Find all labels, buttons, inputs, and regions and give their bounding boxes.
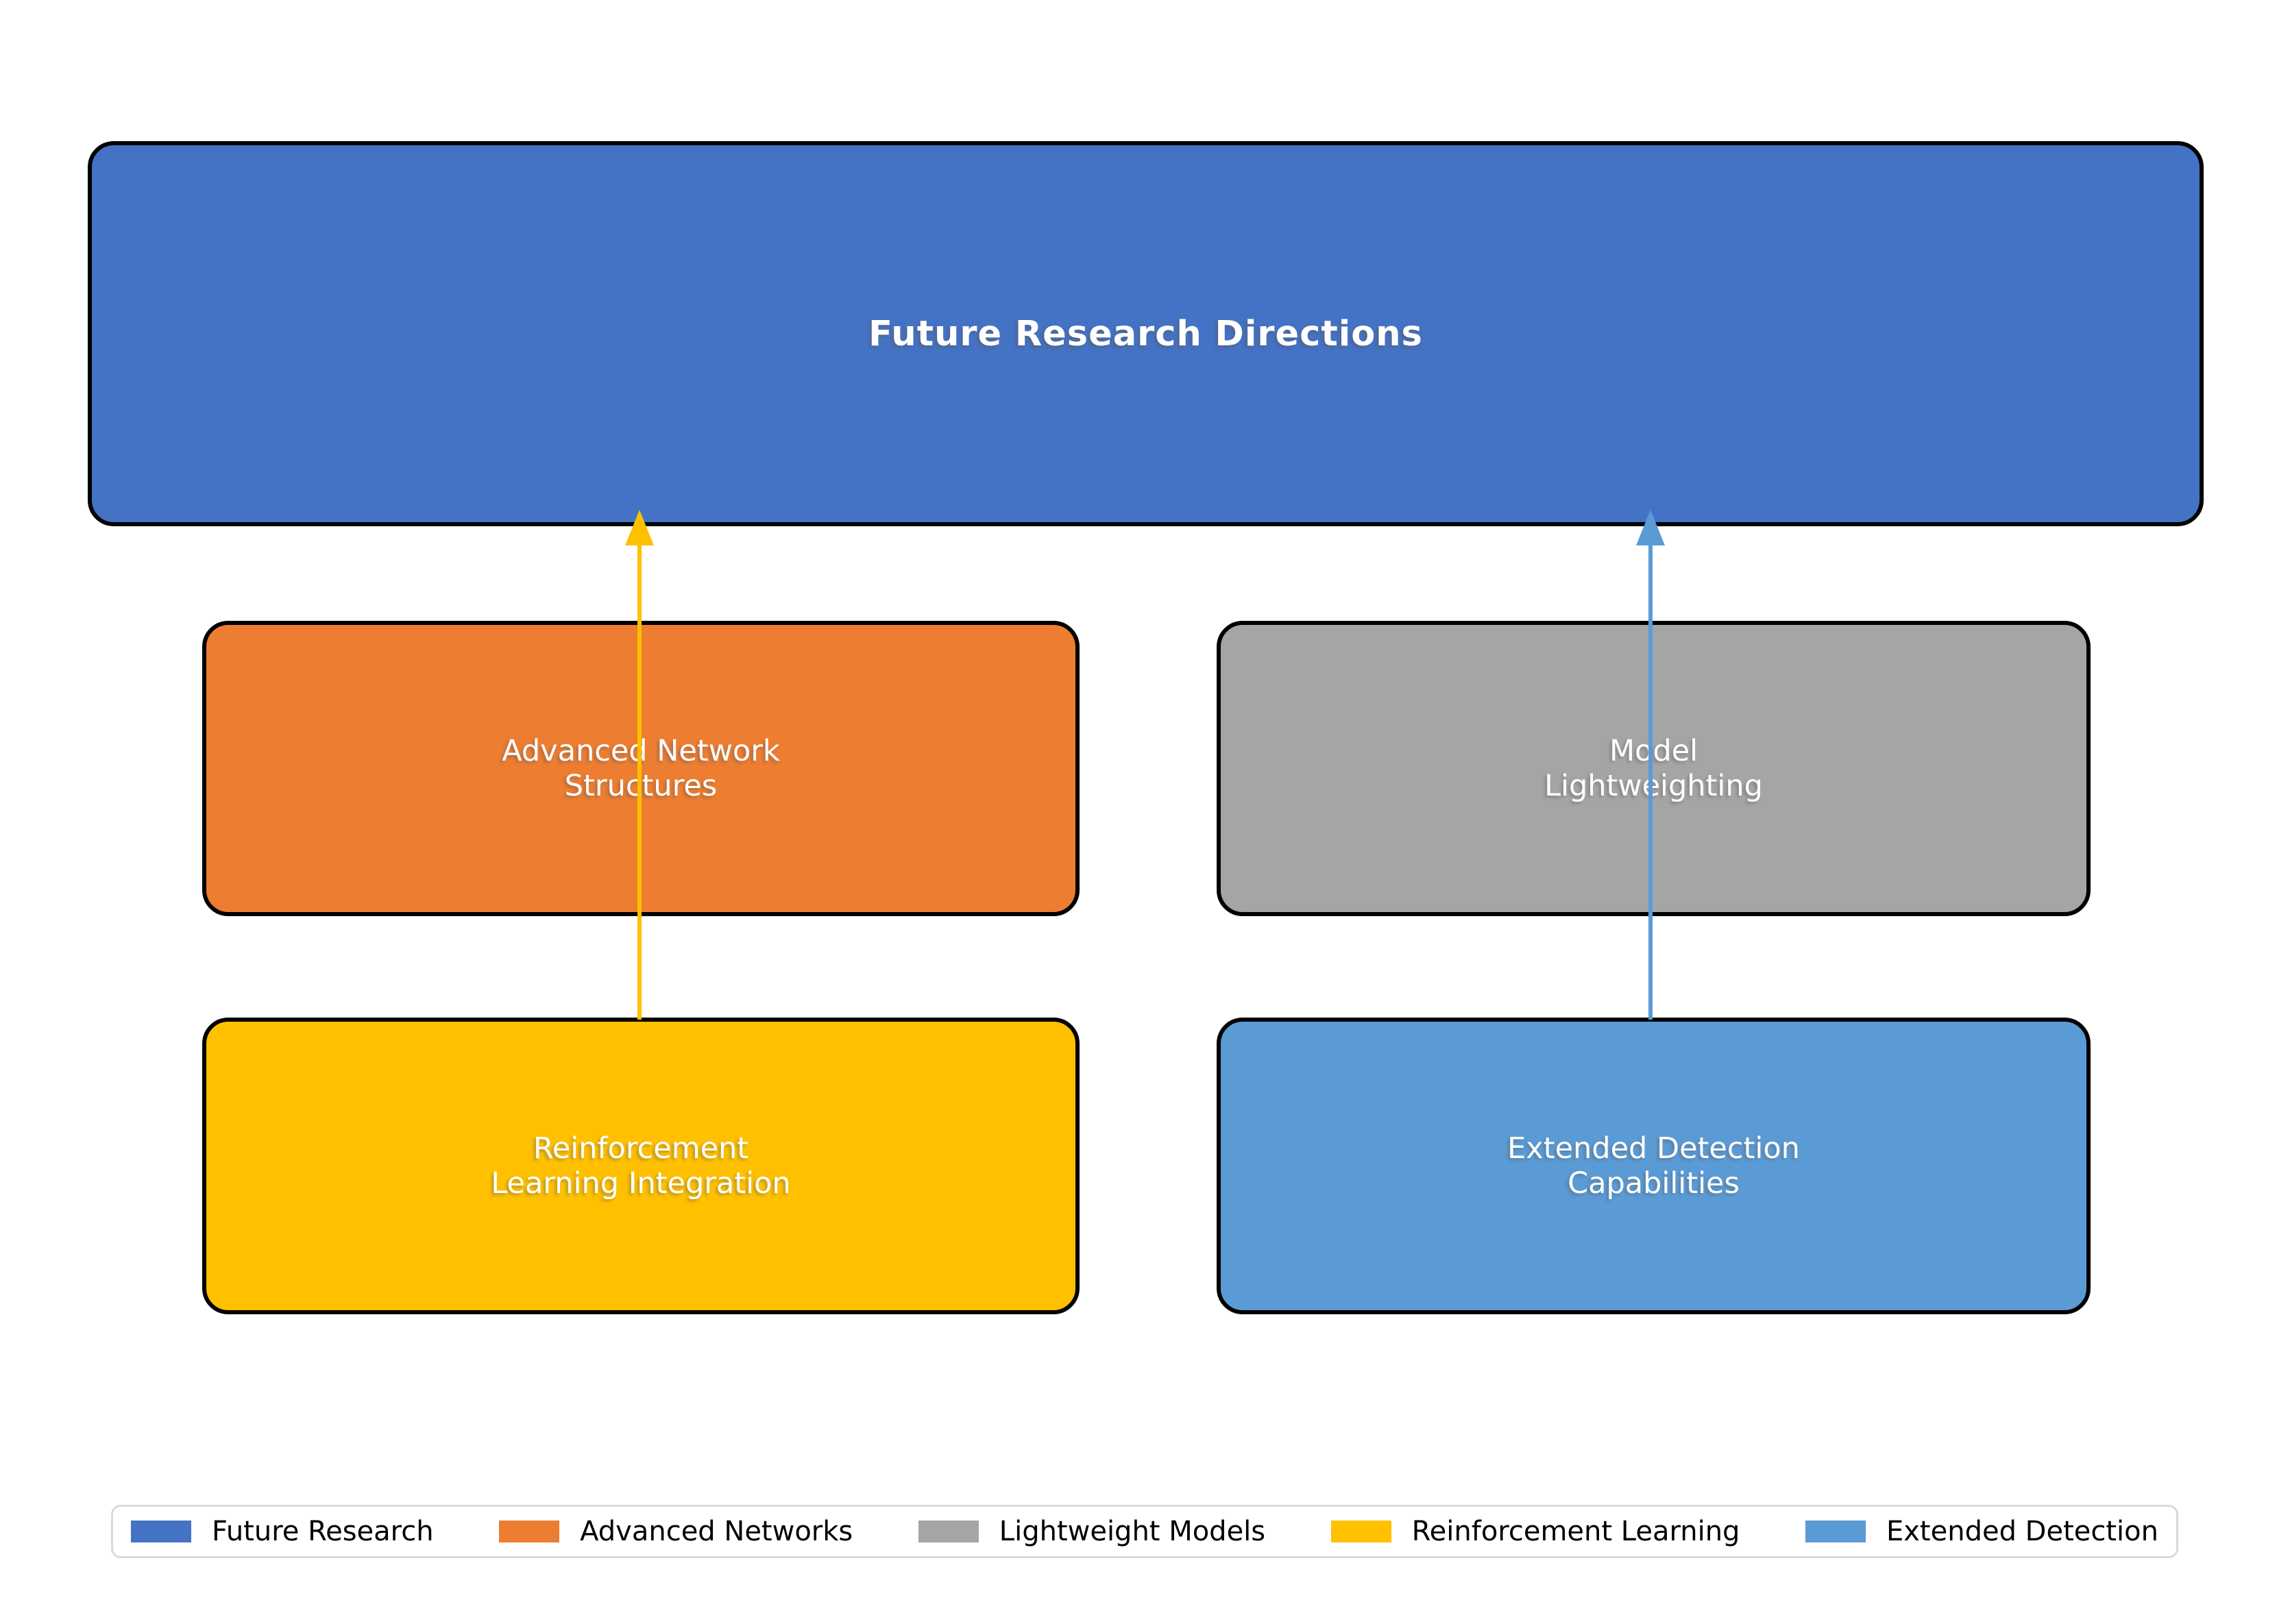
node-model-lightweighting-label: Model Lightweighting	[1544, 733, 1763, 803]
legend-swatch-advanced-networks	[499, 1521, 560, 1542]
node-future-research-label: Future Research Directions	[868, 313, 1423, 354]
legend-item-extended-detection: Extended Detection	[1805, 1516, 2158, 1547]
arrow-up-icon	[1636, 510, 1665, 545]
legend-label-reinforcement-learning: Reinforcement Learning	[1411, 1516, 1740, 1547]
arrow-up-icon	[625, 510, 654, 545]
node-advanced-network-structures-label: Advanced Network Structures	[502, 733, 780, 803]
legend-label-extended-detection: Extended Detection	[1886, 1516, 2158, 1547]
node-extended-detection-capabilities-label: Extended Detection Capabilities	[1507, 1131, 1800, 1201]
legend-label-lightweight-models: Lightweight Models	[999, 1516, 1266, 1547]
legend-label-future-research: Future Research	[212, 1516, 434, 1547]
legend-item-advanced-networks: Advanced Networks	[499, 1516, 853, 1547]
arrow-extended-to-future-line	[1648, 540, 1653, 1020]
node-reinforcement-learning-integration: Reinforcement Learning Integration	[202, 1018, 1080, 1314]
legend-swatch-extended-detection	[1805, 1521, 1866, 1542]
legend-item-future-research: Future Research	[131, 1516, 434, 1547]
node-model-lightweighting: Model Lightweighting	[1217, 621, 2091, 916]
node-future-research-directions: Future Research Directions	[88, 141, 2204, 526]
node-reinforcement-learning-integration-label: Reinforcement Learning Integration	[491, 1131, 791, 1201]
arrow-reinforcement-to-future-line	[637, 540, 642, 1020]
legend: Future Research Advanced Networks Lightw…	[111, 1505, 2178, 1558]
node-extended-detection-capabilities: Extended Detection Capabilities	[1217, 1018, 2091, 1314]
legend-item-reinforcement-learning: Reinforcement Learning	[1330, 1516, 1740, 1547]
legend-swatch-future-research	[131, 1521, 191, 1542]
legend-swatch-lightweight-models	[918, 1521, 979, 1542]
legend-label-advanced-networks: Advanced Networks	[580, 1516, 853, 1547]
legend-item-lightweight-models: Lightweight Models	[918, 1516, 1265, 1547]
legend-swatch-reinforcement-learning	[1330, 1521, 1391, 1542]
